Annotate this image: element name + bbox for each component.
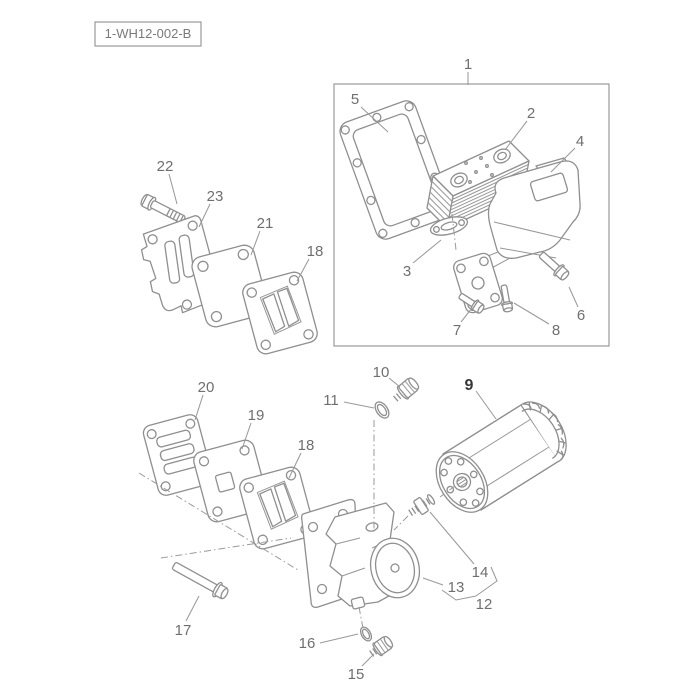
callout-8[interactable]: 8	[552, 322, 560, 339]
part-3-gasket	[429, 216, 469, 236]
leader-lines	[168, 72, 579, 667]
callout-16[interactable]: 16	[299, 635, 316, 652]
callout-18-upper[interactable]: 18	[307, 243, 324, 260]
drawing-number-box: 1-WH12-002-B	[94, 21, 202, 47]
callout-4[interactable]: 4	[576, 133, 584, 150]
callout-12[interactable]: 12	[476, 596, 493, 613]
callout-23[interactable]: 23	[207, 188, 224, 205]
callout-17[interactable]: 17	[175, 622, 192, 639]
callout-20[interactable]: 20	[198, 379, 215, 396]
part-11-seal-ring	[374, 401, 390, 419]
callout-1[interactable]: 1	[464, 56, 472, 73]
part-14-nipple	[408, 494, 436, 517]
part-9-oil-filter	[435, 401, 567, 513]
callout-11[interactable]: 11	[323, 392, 339, 409]
assembly-box-part-1	[333, 83, 610, 347]
part-5-gasket	[339, 100, 453, 240]
part-17-bolt	[171, 562, 229, 600]
part-18-gasket-upper	[240, 269, 320, 357]
callout-3[interactable]: 3	[403, 263, 411, 280]
callout-9[interactable]: 9	[465, 377, 474, 394]
callout-15[interactable]: 15	[348, 666, 365, 683]
part-15-plug	[369, 635, 394, 657]
callout-13[interactable]: 13	[448, 579, 465, 596]
part-7-bolt	[458, 293, 485, 314]
callout-7[interactable]: 7	[453, 322, 461, 339]
callout-2[interactable]: 2	[527, 105, 535, 122]
callout-21[interactable]: 21	[257, 215, 274, 232]
callout-19[interactable]: 19	[248, 407, 265, 424]
callout-18-lower[interactable]: 18	[298, 437, 315, 454]
callout-6[interactable]: 6	[577, 307, 585, 324]
part-13-filter-head-housing	[301, 498, 421, 610]
callout-10[interactable]: 10	[373, 364, 390, 381]
part-8-stud	[500, 284, 514, 313]
part-20-gasket	[142, 414, 214, 496]
center-lines	[138, 213, 457, 629]
callout-5[interactable]: 5	[351, 91, 359, 108]
callout-labels: 1 5 2 4 3 7 8 6 22 23 21 18 20 19 18 10 …	[157, 56, 586, 683]
callout-22[interactable]: 22	[157, 158, 174, 175]
callout-14[interactable]: 14	[472, 564, 489, 581]
part-6-bolt	[538, 251, 570, 281]
part-10-plug	[393, 377, 420, 402]
drawing-number: 1-WH12-002-B	[105, 26, 192, 41]
part-4-cooler-housing	[477, 157, 581, 271]
part-16-seal-ring	[359, 626, 373, 642]
